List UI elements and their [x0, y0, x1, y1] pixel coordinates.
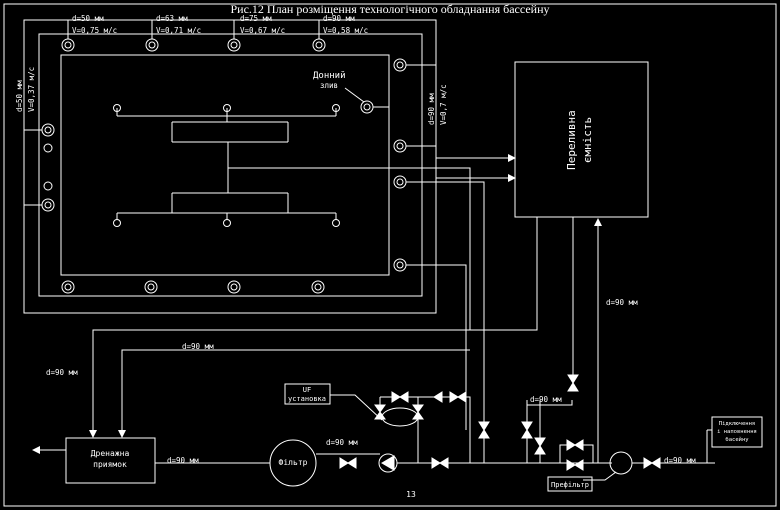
valve-13: [412, 404, 424, 420]
bottom-wall-nozzles: [61, 280, 325, 294]
pool-bowl: [60, 54, 390, 276]
drain-pit-label-2: приямок: [93, 460, 127, 469]
valve-1: [339, 457, 357, 469]
valve-6: [534, 437, 546, 455]
top-label-v-4: V=0,58 м/с: [323, 26, 368, 35]
valve-7: [567, 374, 579, 392]
bottom-drain-label-1: Донний: [313, 71, 346, 81]
uv-unit-label-2: установка: [288, 395, 326, 403]
drawing-frame: [3, 3, 777, 507]
pool-edge-channel: [38, 33, 423, 297]
valve-8: [566, 439, 584, 451]
circulation-main: [155, 400, 715, 487]
page-number: 13: [406, 490, 416, 499]
valve-10: [391, 391, 409, 403]
check-valve: [433, 391, 443, 403]
valve-2: [431, 457, 449, 469]
bottom-drain-label-2: злив: [320, 81, 338, 90]
valve-4: [478, 421, 490, 439]
drain-pit: [65, 437, 156, 484]
valves: [339, 374, 661, 471]
water-supply-box: [711, 416, 763, 448]
valve-3: [643, 457, 661, 469]
top-label-d-1: d=50 мм: [72, 14, 104, 23]
top-label-v-2: V=0,71 м/с: [156, 26, 201, 35]
pipe-label-tank-outlet: d=90 мм: [606, 298, 638, 307]
water-supply-label-3: басейну: [725, 436, 749, 443]
bottom-inlet-manifold: [113, 104, 389, 227]
return-lines: [89, 167, 602, 464]
water-supply-label-1: Підключення: [719, 421, 755, 427]
pipe-label-return: d=90 мм: [182, 342, 214, 351]
valve-11: [449, 391, 467, 403]
valve-5: [521, 421, 533, 439]
top-label-v-3: V=0,67 м/с: [240, 26, 285, 35]
top-label-v-1: V=0,75 м/с: [72, 26, 117, 35]
overflow-tank-label-2: ємність: [581, 117, 594, 163]
prefilter-label: Префільтр: [551, 481, 589, 489]
pipe-label-to-drain: d=90 мм: [167, 456, 199, 465]
pump-inlet: [609, 451, 633, 475]
water-supply-label-2: і наповнення: [717, 429, 757, 435]
filter: [269, 439, 317, 487]
valve-9: [566, 459, 584, 471]
top-label-d-2: d=63 мм: [156, 14, 188, 23]
left-label-v: V=0,37 м/с: [27, 67, 36, 112]
right-label-v: V=0,7 м/с: [439, 84, 448, 125]
valve-12: [374, 404, 386, 420]
pipes-to-overflow-tank: [373, 64, 516, 266]
top-label-d-4: d=90 мм: [323, 14, 355, 23]
right-wall-nozzles: [393, 58, 407, 272]
left-wall-nozzles: [24, 123, 55, 212]
prefilter: [547, 476, 593, 492]
uv-unit: [284, 383, 331, 405]
left-label-d: d=50 мм: [15, 80, 24, 112]
filter-label: Фільтр: [279, 458, 308, 467]
top-label-d-3: d=75 мм: [240, 14, 272, 23]
pipe-label-filter: d=90 мм: [326, 438, 358, 447]
pipe-label-supply: d=90 мм: [664, 456, 696, 465]
figure-title: Рис.12 План розміщення технологічного об…: [230, 2, 550, 16]
uv-unit-label-1: UF: [303, 386, 311, 394]
pipe-label-left-drain: d=90 мм: [46, 368, 78, 377]
overflow-tank: [514, 61, 649, 218]
top-skimmer-nozzles: [61, 20, 326, 52]
bottom-drain: [344, 87, 374, 114]
drain-pit-label-1: Дренажна: [91, 449, 130, 458]
pool-outer-wall: [23, 19, 437, 314]
right-label-d: d=90 мм: [427, 93, 436, 125]
overflow-tank-label-1: Переливна: [565, 110, 578, 170]
pipe-label-bypass: d=90 мм: [530, 395, 562, 404]
